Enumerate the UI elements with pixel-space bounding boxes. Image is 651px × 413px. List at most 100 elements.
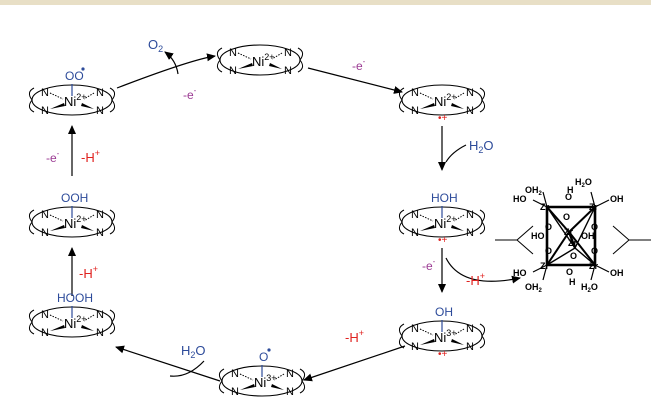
nitrogen-atom: N xyxy=(41,209,49,221)
metal-center: Ni2+ xyxy=(434,92,457,109)
nitrogen-atom: N xyxy=(411,323,419,335)
nitrogen-atom: N xyxy=(466,227,474,239)
arrow-h2o-release-c6 xyxy=(169,360,205,377)
axial-ligand: OOH xyxy=(61,191,88,205)
hashed-bond xyxy=(419,92,465,100)
ring-radical-cation: •+ xyxy=(438,113,448,124)
macrocycle-ring-edge xyxy=(28,209,116,235)
o-atom: O xyxy=(570,251,577,261)
macrocycle-ring-edge xyxy=(398,323,486,349)
wedge-bond xyxy=(238,63,282,69)
zr-atom: Zr xyxy=(589,202,598,212)
electron-loss-label-c2-c3: -e- xyxy=(352,57,366,73)
nitrogen-atom: N xyxy=(96,227,104,239)
hashed-bond xyxy=(49,214,95,222)
macrocycle-ring-edge xyxy=(398,209,486,235)
axial-ligand: O xyxy=(259,350,268,364)
nitrogen-atom: N xyxy=(411,209,419,221)
wedge-bond xyxy=(420,225,464,231)
wedge-bond xyxy=(420,103,464,109)
zr-atom: Zr xyxy=(564,227,573,237)
nitrogen-atom: N xyxy=(411,341,419,353)
arrow-h-loss-to-zr xyxy=(445,257,521,284)
macrocycle-ring-edge xyxy=(216,47,304,73)
nitrogen-atom: N xyxy=(96,105,104,117)
ring-radical-cation: •+ xyxy=(438,349,448,360)
ho-ligand: HO xyxy=(513,194,527,204)
electron-loss-label-c1-c2: -e- xyxy=(183,86,197,102)
proton-loss-label-c5-c6: -H+ xyxy=(345,328,364,345)
wedge-bond xyxy=(50,325,94,331)
zr6-cluster: Zr Zr Zr Zr Zr Zr O H O O O HO OH O O O … xyxy=(495,177,651,294)
proton-loss-label-c8-c1: -H+ xyxy=(81,148,100,165)
proton-loss-label-c4-zr: -H+ xyxy=(466,271,485,288)
nitrogen-atom: N xyxy=(41,87,49,99)
nitrogen-atom: N xyxy=(284,65,292,77)
o-atom: O xyxy=(563,212,570,222)
wedge-bond xyxy=(420,339,464,345)
zr-atom: Zr xyxy=(589,261,598,271)
top-divider-bar xyxy=(0,0,651,5)
metal-center: Ni2+ xyxy=(252,52,275,69)
wedge-bond xyxy=(240,384,284,390)
nitrogen-atom: N xyxy=(466,105,474,117)
nitrogen-atom: N xyxy=(41,327,49,339)
step-labels: O2 -e- -e- H2O -e- -H+ -H+ H2O -H+ -e- -… xyxy=(46,37,494,360)
arrow-c5-to-c6 xyxy=(303,345,406,382)
nitrogen-atom: N xyxy=(41,227,49,239)
nitrogen-atom: N xyxy=(286,368,294,380)
water-label-c6-c7: H2O xyxy=(181,343,206,360)
zr-atom: Zr xyxy=(568,238,577,248)
nitrogen-atom: N xyxy=(466,323,474,335)
hashed-bond xyxy=(49,314,95,322)
arrow-h2o-entry-c3 xyxy=(445,144,467,163)
o-atom: O xyxy=(591,246,598,256)
oh2-ligand: OH2 xyxy=(525,185,543,197)
nitrogen-atom: N xyxy=(466,209,474,221)
nitrogen-atom: N xyxy=(411,87,419,99)
arrow-c1-to-c2 xyxy=(116,53,216,89)
nitrogen-atom: N xyxy=(411,105,419,117)
o2-label: O2 xyxy=(148,37,163,54)
nitrogen-atom: N xyxy=(466,341,474,353)
metal-center: Ni2+ xyxy=(64,214,87,231)
oh-ligand: OH xyxy=(610,268,624,278)
axial-ligand: OO xyxy=(65,69,84,83)
o-atom: O xyxy=(545,246,552,256)
axial-ligand: HOH xyxy=(431,191,458,205)
h2o-ligand: H2O xyxy=(575,177,592,189)
nitrogen-atom: N xyxy=(231,386,239,398)
o-atom: O xyxy=(565,192,572,202)
hashed-bond xyxy=(419,328,465,336)
macrocycle-ring-edge xyxy=(398,87,486,113)
ligand-radical-dot xyxy=(267,348,271,352)
arrow-c2-to-c3 xyxy=(307,67,403,94)
nitrogen-atom: N xyxy=(41,105,49,117)
macrocycle-ring-edge xyxy=(28,309,116,335)
electron-loss-label-c8-c1: -e- xyxy=(46,149,60,165)
ligand-radical-dot xyxy=(81,67,85,71)
nitrogen-atom: N xyxy=(41,309,49,321)
macrocycle-ring-edge xyxy=(28,87,116,113)
zr-cluster-bonds xyxy=(495,191,651,281)
metal-center: Ni3+ xyxy=(434,328,457,345)
oh-ligand: OH xyxy=(610,194,624,204)
oh-atom: HO xyxy=(531,231,545,241)
h2o-ligand: H2O xyxy=(581,282,598,294)
nitrogen-atom: N xyxy=(231,368,239,380)
oh-atom: OH xyxy=(581,231,595,241)
oh2-ligand: OH2 xyxy=(525,282,543,294)
nitrogen-atom: N xyxy=(96,309,104,321)
o-atom: O xyxy=(591,222,598,232)
ho-ligand: HO xyxy=(513,268,527,278)
water-label-c3-c4: H2O xyxy=(469,138,494,155)
